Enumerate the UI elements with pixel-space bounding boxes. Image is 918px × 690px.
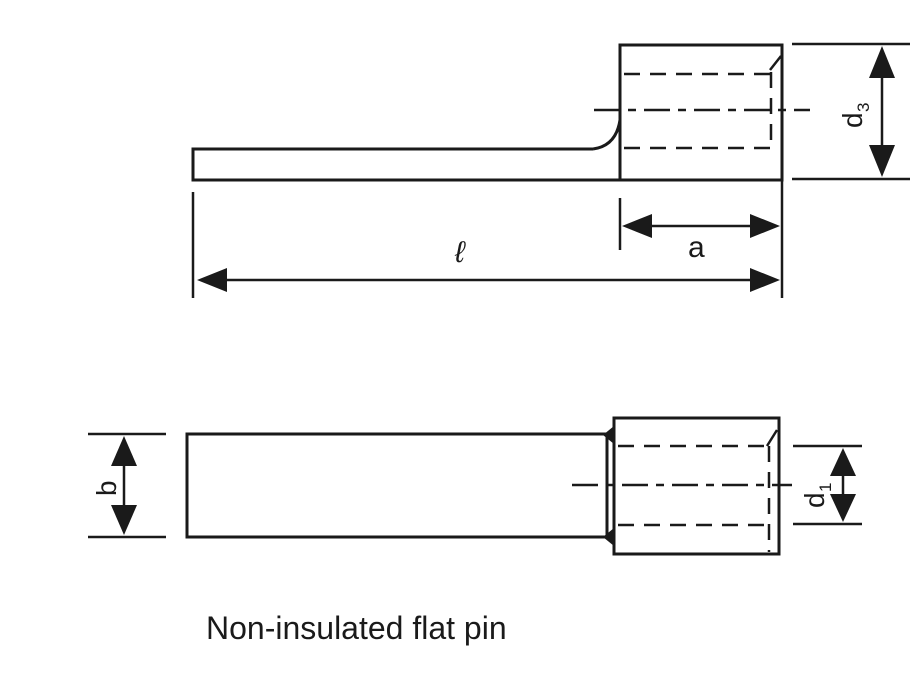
length-label: ℓ (454, 236, 466, 269)
top-hidden-chamfer (769, 55, 782, 71)
bottom-crimp-notch-top (603, 426, 614, 444)
d1-subscript: 1 (816, 483, 835, 492)
d3-arrow-down (869, 145, 895, 177)
bottom-pin-blade (185, 432, 609, 539)
top-barrel (618, 43, 784, 182)
a-arrow-right (750, 214, 780, 238)
bottom-view: b d 1 (88, 416, 862, 556)
a-label: a (688, 231, 705, 264)
d1-arrow-up (830, 448, 856, 476)
d3-arrow-up (869, 46, 895, 78)
top-pin-fillet (592, 119, 622, 151)
drawing-caption: Non-insulated flat pin (206, 610, 507, 646)
d3-label: d (837, 112, 868, 128)
top-view: d 3 a ℓ (191, 42, 910, 298)
b-arrow-up (111, 436, 137, 466)
bottom-crimp-notch-bottom (603, 528, 614, 546)
b-label: b (91, 480, 122, 496)
d1-arrow-down (830, 494, 856, 522)
a-arrow-left (622, 214, 652, 238)
length-arrow-right (750, 268, 780, 292)
b-arrow-down (111, 505, 137, 535)
d1-label: d (799, 492, 830, 508)
d3-subscript: 3 (854, 103, 873, 112)
length-arrow-left (197, 268, 227, 292)
bottom-hidden-chamfer (765, 429, 779, 447)
top-pin-blade (191, 147, 620, 182)
